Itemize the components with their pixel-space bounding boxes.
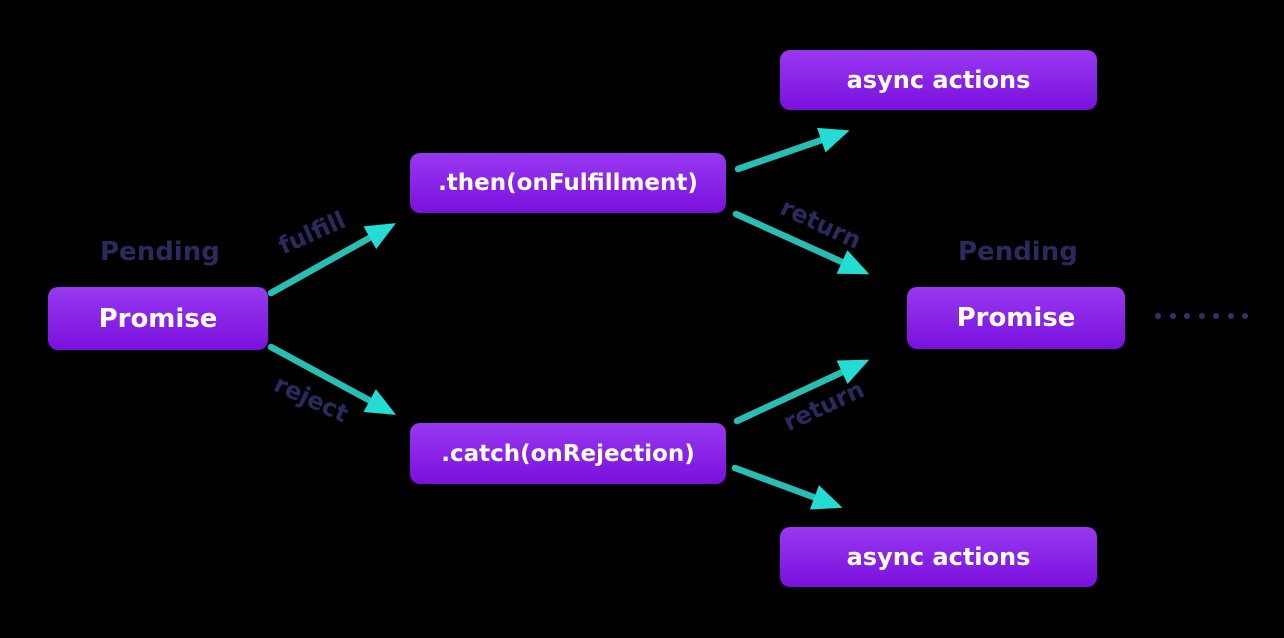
node-promise-right-label: Promise: [956, 303, 1076, 333]
dot: [1227, 313, 1234, 319]
dot: [1184, 313, 1190, 319]
node-catch-label: .catch(onRejection): [441, 440, 695, 467]
dot: [1242, 313, 1248, 319]
catch-return-arrow: [733, 359, 870, 425]
dot: [1198, 313, 1205, 319]
node-async-actions-bottom-label: async actions: [846, 543, 1031, 571]
dot: [1213, 313, 1219, 319]
then-return-arrow: [732, 210, 870, 275]
node-async-actions-top: async actions: [780, 50, 1097, 110]
fulfill-arrow: [267, 223, 396, 297]
node-promise-right: Promise: [907, 287, 1125, 349]
reject-arrow: [267, 343, 397, 415]
node-catch: .catch(onRejection): [410, 423, 726, 484]
dot: [1169, 313, 1176, 319]
dot: [1155, 313, 1161, 319]
node-async-actions-bottom: async actions: [780, 527, 1097, 587]
catch-to-async-arrow: [731, 464, 843, 510]
pending-label-right: Pending: [958, 237, 1078, 267]
continuation-dots: [1155, 313, 1248, 319]
node-async-actions-top-label: async actions: [846, 66, 1031, 94]
node-then-label: .then(onFulfillment): [438, 170, 698, 196]
pending-label-left: Pending: [100, 237, 220, 267]
node-then: .then(onFulfillment): [410, 153, 726, 213]
node-promise-left: Promise: [48, 287, 268, 350]
node-promise-left-label: Promise: [98, 303, 218, 334]
then-to-async-arrow: [734, 127, 850, 173]
